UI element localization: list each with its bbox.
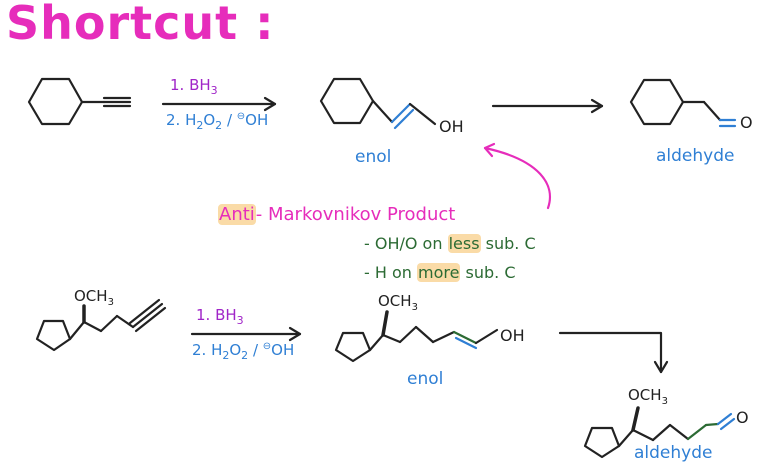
reaction-arrow-4	[560, 333, 667, 372]
methoxy-group-3: OCH3	[628, 386, 668, 407]
rule-line-2: - H on more sub. C	[364, 263, 516, 282]
reagent-step2-b: 2. H2O2 / ⊖OH	[192, 341, 295, 362]
methoxy-group-1: OCH3	[74, 287, 114, 308]
cyclohexane-ring-1	[29, 79, 82, 124]
rule-line-1: - OH/O on less sub. C	[364, 234, 536, 253]
cyclopentane-ring-1	[37, 321, 70, 350]
reaction-arrow-2	[493, 100, 602, 112]
aldehyde-structure-1	[631, 80, 735, 126]
cyclopentyl-alkyne	[37, 300, 165, 350]
reaction-arrow-1	[163, 98, 275, 110]
enol-oh-group: OH	[439, 117, 464, 136]
enol-structure-2	[336, 312, 497, 361]
cyclohexyl-alkyne	[29, 79, 130, 124]
enol-label: enol	[355, 147, 392, 167]
page-title: Shortcut :	[6, 0, 275, 50]
aldehyde-oxygen-2: O	[736, 408, 749, 427]
cyclohexane-ring-3	[631, 80, 683, 124]
cyclohexane-ring-2	[321, 79, 373, 123]
enol-structure-1	[321, 79, 435, 128]
aldehyde-oxygen: O	[740, 113, 753, 132]
anti-markovnikov-title: Anti- Markovnikov Product	[218, 204, 456, 225]
enol-label-2: enol	[407, 369, 444, 389]
cyclopentane-ring-2	[336, 333, 370, 361]
reagent-step1: 1. BH3	[170, 76, 218, 97]
enol-oh-group-2: OH	[500, 326, 525, 345]
methoxy-group-2: OCH3	[378, 292, 418, 313]
aldehyde-label: aldehyde	[656, 146, 735, 166]
reagent-step2: 2. H2O2 / ⊖OH	[166, 111, 269, 132]
cyclopentane-ring-3	[585, 428, 619, 457]
curved-arrow	[485, 144, 550, 208]
reaction-arrow-3	[192, 328, 300, 340]
reagent-step1-b: 1. BH3	[196, 306, 244, 327]
aldehyde-structure-2	[585, 408, 734, 457]
aldehyde-label-2: aldehyde	[634, 443, 713, 463]
